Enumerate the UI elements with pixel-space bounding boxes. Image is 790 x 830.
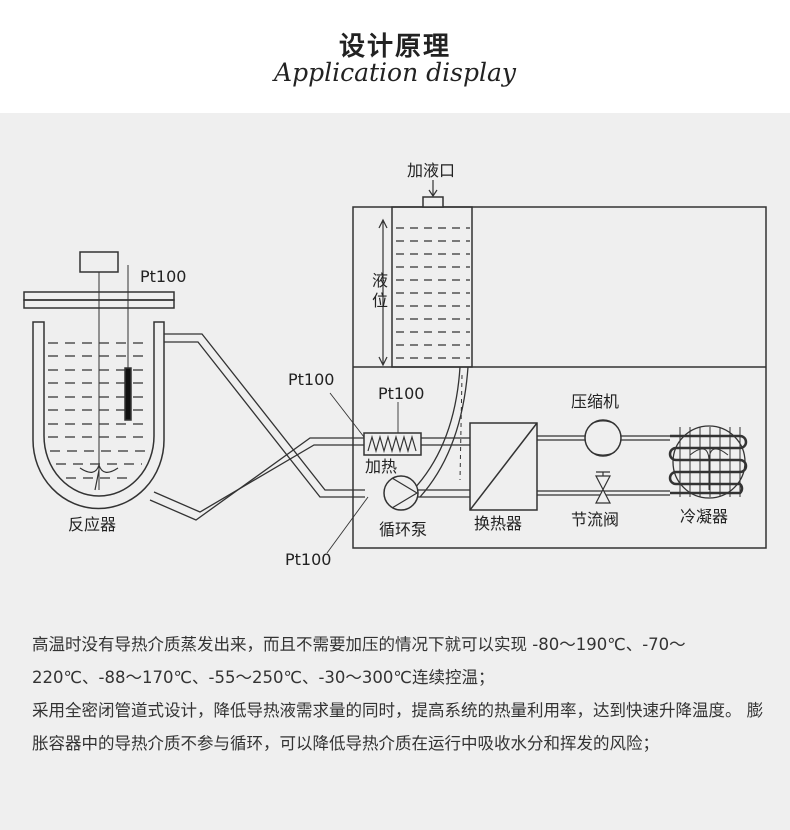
label-heat-exchanger: 换热器 — [474, 514, 522, 533]
condenser — [668, 425, 748, 499]
label-level-1: 液 — [372, 271, 388, 290]
stirrer-blade — [79, 462, 119, 491]
temperature-probe — [124, 367, 132, 421]
label-condenser: 冷凝器 — [680, 507, 728, 526]
label-heater: 加热 — [365, 457, 397, 476]
label-compressor: 压缩机 — [571, 392, 619, 411]
description: 高温时没有导热介质蒸发出来，而且不需要加压的情况下就可以实现 -80～190℃、… — [32, 628, 772, 760]
label-pt100-inlet: Pt100 — [285, 550, 331, 569]
expansion-tank — [391, 206, 473, 368]
reactor — [23, 251, 175, 510]
circulation-pump — [383, 475, 419, 511]
page-title: 设计原理 — [338, 32, 451, 62]
throttle-valve — [595, 471, 611, 504]
label-level-2: 位 — [372, 291, 388, 310]
label-pt100-heater: Pt100 — [378, 384, 424, 403]
label-pt100-reactor: Pt100 — [140, 267, 186, 286]
label-pump: 循环泵 — [379, 520, 427, 539]
label-pt100-outlet: Pt100 — [288, 370, 334, 389]
reactor-jacket — [32, 321, 165, 510]
heater — [363, 432, 422, 456]
label-throttle-valve: 节流阀 — [571, 510, 619, 529]
system-diagram: 加液口 液 位 Pt100 Pt100 Pt100 Pt100 加热 循环泵 换… — [23, 161, 767, 569]
page-subtitle: Application display — [274, 58, 516, 87]
arrow-down-icon — [428, 180, 438, 198]
header: 设计原理 Application display — [0, 0, 790, 113]
label-reactor: 反应器 — [68, 515, 116, 534]
label-fill-port: 加液口 — [407, 161, 455, 180]
compressor — [584, 419, 622, 457]
stirrer-motor — [79, 251, 119, 273]
level-arrow — [378, 218, 388, 367]
description-paragraph: 采用全密闭管道式设计，降低导热液需求量的同时，提高系统的热量利用率，达到快速升降… — [32, 701, 764, 753]
description-paragraph: 高温时没有导热介质蒸发出来，而且不需要加压的情况下就可以实现 -80～190℃、… — [32, 635, 686, 687]
cabinet — [352, 206, 767, 549]
